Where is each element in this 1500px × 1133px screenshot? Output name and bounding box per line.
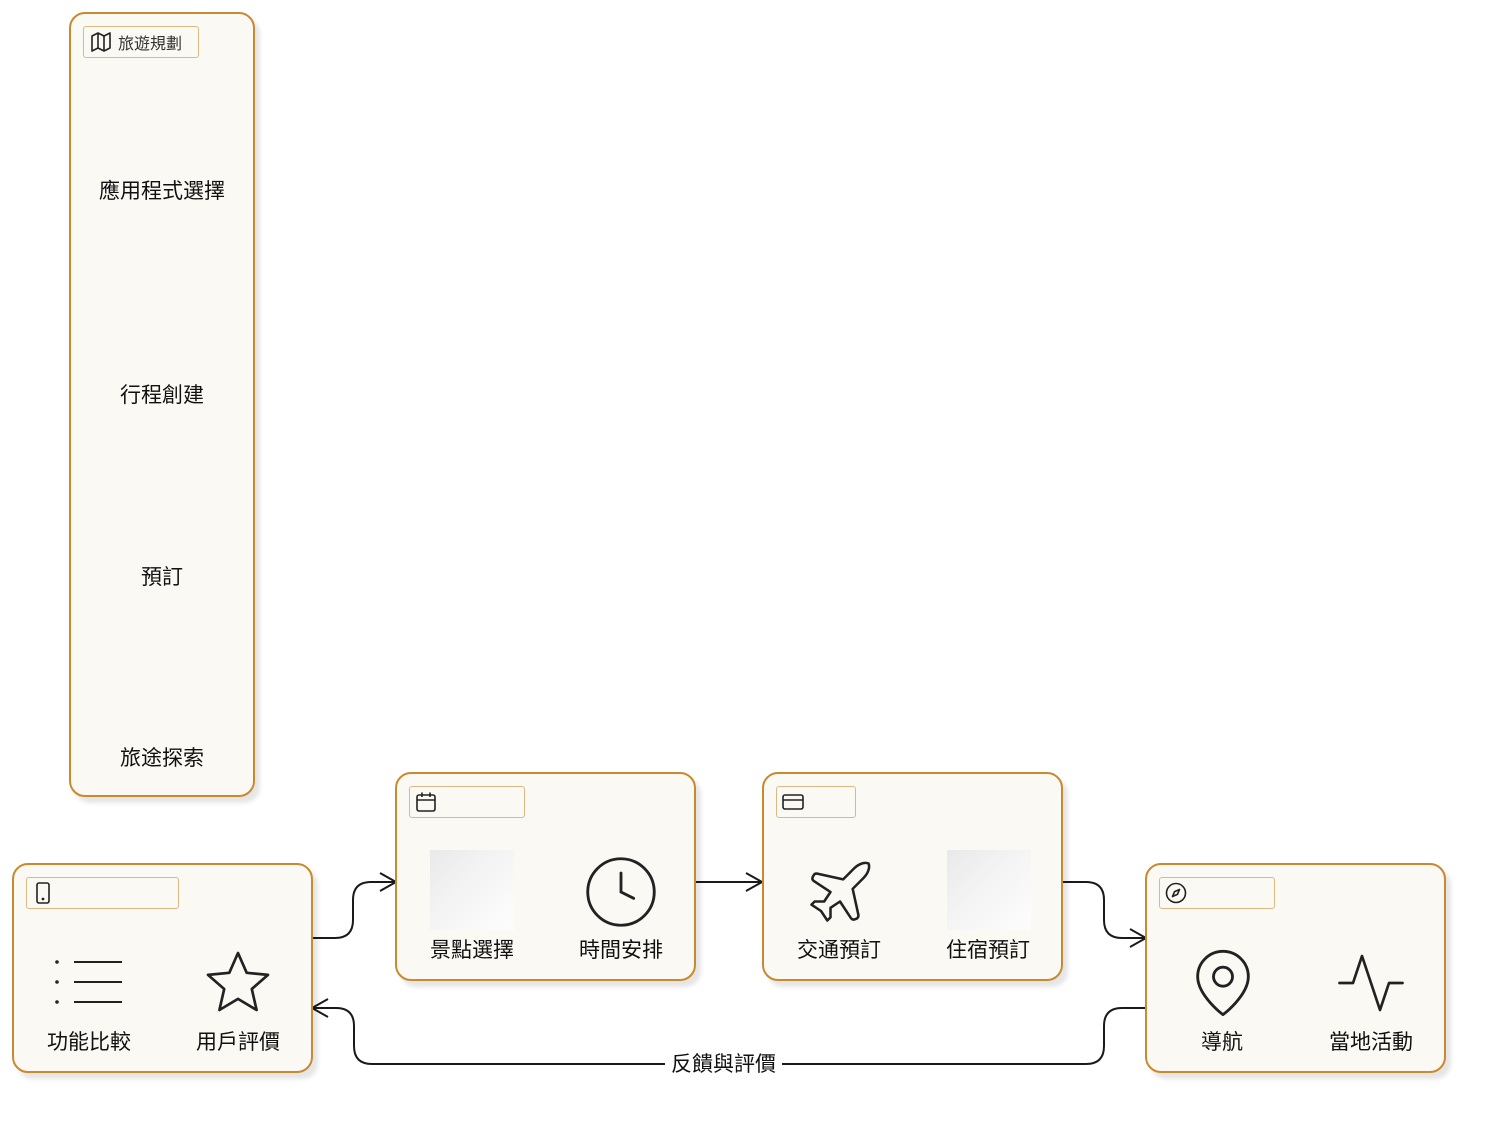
cell-label-lodging-booking: 住宿預訂	[946, 938, 1030, 962]
stage-tag	[776, 786, 856, 818]
feedback-edge-label: 反饋與評價	[665, 1048, 782, 1078]
cell-label-user-review: 用戶評價	[196, 1030, 280, 1054]
map-pin-icon	[1196, 949, 1250, 1017]
cell-label-time-schedule: 時間安排	[579, 938, 663, 962]
map-icon	[91, 32, 111, 52]
legend-item-app-selection: 應用程式選擇	[99, 179, 225, 203]
accommodation-image-placeholder	[947, 850, 1031, 930]
stage-itinerary: 景點選擇 時間安排	[395, 772, 696, 981]
legend-item-exploration: 旅途探索	[120, 746, 204, 770]
legend-title-tag: 旅遊規劃	[83, 26, 199, 58]
star-icon	[206, 951, 270, 1012]
legend-panel: 旅遊規劃 應用程式選擇 行程創建 預訂 旅途探索	[69, 12, 255, 797]
legend-title: 旅遊規劃	[118, 34, 183, 53]
calendar-icon	[416, 792, 436, 812]
cell-label-local-activities: 當地活動	[1329, 1030, 1413, 1054]
cell-label-transport-booking: 交通預訂	[797, 938, 881, 962]
airplane-icon	[810, 861, 871, 922]
cell-label-feature-compare: 功能比較	[47, 1030, 131, 1054]
stage-tag	[26, 877, 179, 909]
stage-exploration: 導航 當地活動	[1145, 863, 1446, 1073]
activity-icon	[1338, 954, 1404, 1012]
cell-label-attraction-select: 景點選擇	[430, 938, 514, 962]
credit-card-icon	[782, 794, 804, 810]
clock-icon	[586, 857, 656, 927]
stage-booking: 交通預訂 住宿預訂	[762, 772, 1063, 981]
list-icon	[55, 960, 122, 1004]
compass-icon	[1165, 882, 1187, 904]
stage-tag	[409, 786, 525, 818]
stage-app-selection: 功能比較 用戶評價	[12, 863, 313, 1073]
cell-label-navigation: 導航	[1201, 1030, 1243, 1054]
edge-booking-to-exploration	[1062, 881, 1146, 939]
legend-item-itinerary: 行程創建	[120, 383, 204, 407]
legend-item-booking: 預訂	[141, 565, 183, 589]
attraction-image-placeholder	[430, 850, 514, 930]
tablet-icon	[36, 882, 50, 904]
stage-tag	[1159, 877, 1275, 909]
edge-app-to-itinerary	[312, 881, 396, 939]
